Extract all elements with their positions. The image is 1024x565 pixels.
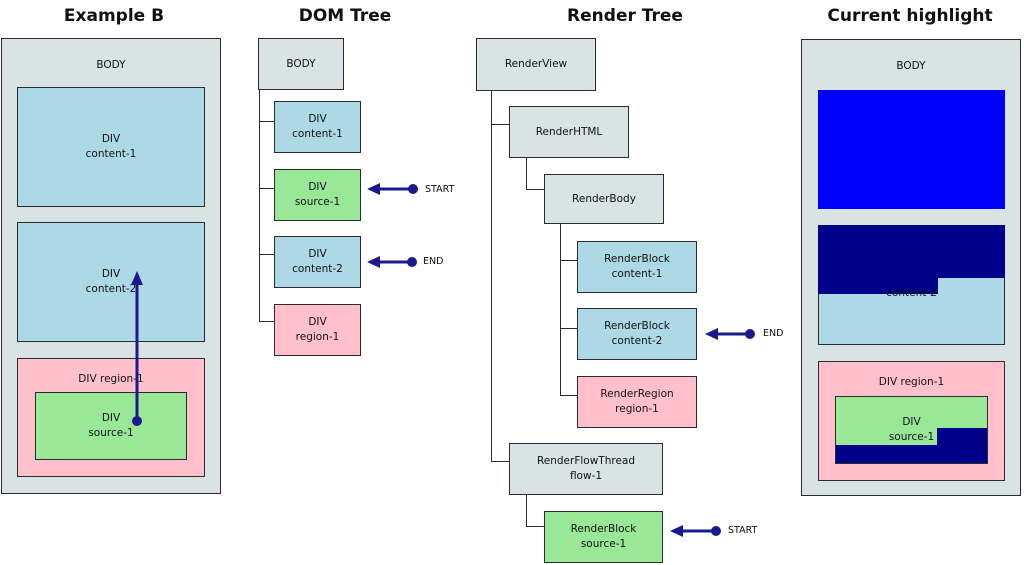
render-end-arrow bbox=[705, 328, 755, 340]
render-block1-node: RenderBlock content-1 bbox=[577, 241, 697, 293]
render-view-label: RenderView bbox=[504, 58, 568, 70]
example-source-tag: DIV bbox=[101, 412, 121, 424]
example-selection-arrow bbox=[131, 271, 143, 426]
render-trunk-html bbox=[526, 158, 528, 190]
example-arrow-head bbox=[131, 271, 143, 285]
dom-region1-node: DIV region-1 bbox=[274, 304, 361, 356]
dom-start-arrow-dot bbox=[408, 184, 418, 194]
example-source-box: DIV source-1 bbox=[35, 392, 187, 460]
dom-end-arrow-head bbox=[367, 256, 380, 268]
render-connector-flow bbox=[491, 461, 509, 463]
highlight-body-label: BODY bbox=[896, 60, 926, 72]
dom-end-label: END bbox=[423, 256, 444, 267]
render-html-label: RenderHTML bbox=[535, 125, 603, 138]
highlight-source-selected-right bbox=[937, 428, 987, 445]
example-content2-box: DIV content-2 bbox=[17, 222, 205, 342]
render-region-node: RenderRegion region-1 bbox=[577, 376, 697, 428]
render-connector-block1 bbox=[560, 260, 577, 262]
render-block2-type: RenderBlock bbox=[604, 320, 670, 332]
example-content1-box: DIV content-1 bbox=[17, 87, 205, 207]
dom-end-arrow bbox=[367, 256, 417, 268]
highlight-content2-selected-left bbox=[818, 277, 938, 294]
example-title: Example B bbox=[63, 6, 165, 26]
dom-body-label: BODY bbox=[286, 57, 316, 70]
highlight-region-label: DIV region-1 bbox=[878, 376, 945, 388]
render-block2-id: content-2 bbox=[611, 335, 663, 347]
highlight-content1-selected bbox=[818, 90, 1005, 209]
render-start-arrow bbox=[670, 525, 721, 537]
dom-tree-trunk bbox=[259, 90, 261, 321]
render-region-type: RenderRegion bbox=[600, 388, 674, 400]
dom-content1-tag: DIV bbox=[308, 113, 327, 125]
render-connector-source bbox=[526, 526, 544, 528]
render-block1-id: content-1 bbox=[611, 268, 663, 280]
dom-content1-node: DIV content-1 bbox=[274, 101, 361, 153]
example-content2-id: content-2 bbox=[85, 283, 137, 295]
render-block2-node: RenderBlock content-2 bbox=[577, 308, 697, 360]
highlight-content2-selected-upper bbox=[818, 225, 1005, 278]
dom-region1-id: region-1 bbox=[295, 331, 340, 343]
render-start-arrow-head bbox=[670, 525, 683, 537]
dom-content2-node: DIV content-2 bbox=[274, 236, 361, 288]
dom-source1-node: DIV source-1 bbox=[274, 169, 361, 221]
dom-content1-id: content-1 bbox=[292, 128, 343, 140]
render-connector-html bbox=[491, 124, 509, 126]
dom-connector-source1 bbox=[259, 188, 274, 190]
dom-source1-tag: DIV bbox=[308, 181, 327, 193]
render-trunk-flow bbox=[526, 495, 528, 527]
example-content1-id: content-1 bbox=[85, 148, 137, 160]
render-block1-type: RenderBlock bbox=[604, 253, 670, 265]
render-connector-body bbox=[526, 189, 544, 191]
dom-content2-tag: DIV bbox=[308, 248, 327, 260]
dom-start-arrow bbox=[367, 183, 418, 195]
highlight-source-selected-bottom bbox=[836, 445, 987, 463]
dom-connector-region1 bbox=[259, 321, 274, 323]
render-trunk-body bbox=[560, 224, 562, 396]
highlight-title: Current highlight bbox=[827, 6, 993, 26]
dom-connector-content1 bbox=[259, 121, 274, 123]
dom-start-label: START bbox=[425, 184, 455, 195]
render-start-label: START bbox=[728, 525, 758, 536]
example-region-label: DIV region-1 bbox=[78, 373, 144, 385]
render-trunk-view bbox=[491, 91, 493, 462]
example-content1-tag: DIV bbox=[101, 133, 121, 145]
render-region-id: region-1 bbox=[615, 403, 659, 415]
render-end-arrow-head bbox=[705, 328, 718, 340]
render-view-node: RenderView bbox=[476, 38, 596, 91]
highlight-source-id: source-1 bbox=[888, 431, 935, 443]
highlight-content2-label: content-2 bbox=[886, 287, 937, 299]
render-flow-node: RenderFlowThread flow-1 bbox=[509, 443, 663, 495]
render-html-node: RenderHTML bbox=[509, 106, 629, 158]
render-start-arrow-dot bbox=[711, 526, 721, 536]
example-arrow-dot bbox=[132, 416, 142, 426]
dom-region1-tag: DIV bbox=[308, 316, 327, 328]
render-source-type: RenderBlock bbox=[570, 523, 637, 535]
example-source-id: source-1 bbox=[88, 427, 134, 439]
render-flow-id: flow-1 bbox=[569, 470, 603, 482]
render-end-arrow-dot bbox=[745, 329, 755, 339]
example-body-label: BODY bbox=[96, 59, 126, 71]
dom-source1-id: source-1 bbox=[294, 196, 341, 208]
render-source-node: RenderBlock source-1 bbox=[544, 511, 663, 563]
render-body-label: RenderBody bbox=[572, 192, 636, 205]
render-flow-type: RenderFlowThread bbox=[536, 455, 636, 467]
render-connector-block2 bbox=[560, 328, 577, 330]
dom-content2-id: content-2 bbox=[292, 263, 343, 275]
highlight-source-tag: DIV bbox=[902, 416, 921, 428]
example-content2-tag: DIV bbox=[101, 268, 121, 280]
dom-body-node: BODY bbox=[258, 38, 344, 90]
dom-end-arrow-dot bbox=[407, 257, 417, 267]
render-end-label: END bbox=[763, 328, 784, 339]
render-source-id: source-1 bbox=[580, 538, 627, 550]
render-tree-title: Render Tree bbox=[567, 6, 683, 26]
dom-start-arrow-head bbox=[367, 183, 380, 195]
render-connector-region bbox=[560, 395, 577, 397]
dom-tree-title: DOM Tree bbox=[298, 6, 392, 26]
render-body-node: RenderBody bbox=[544, 174, 664, 224]
dom-connector-content2 bbox=[259, 254, 274, 256]
